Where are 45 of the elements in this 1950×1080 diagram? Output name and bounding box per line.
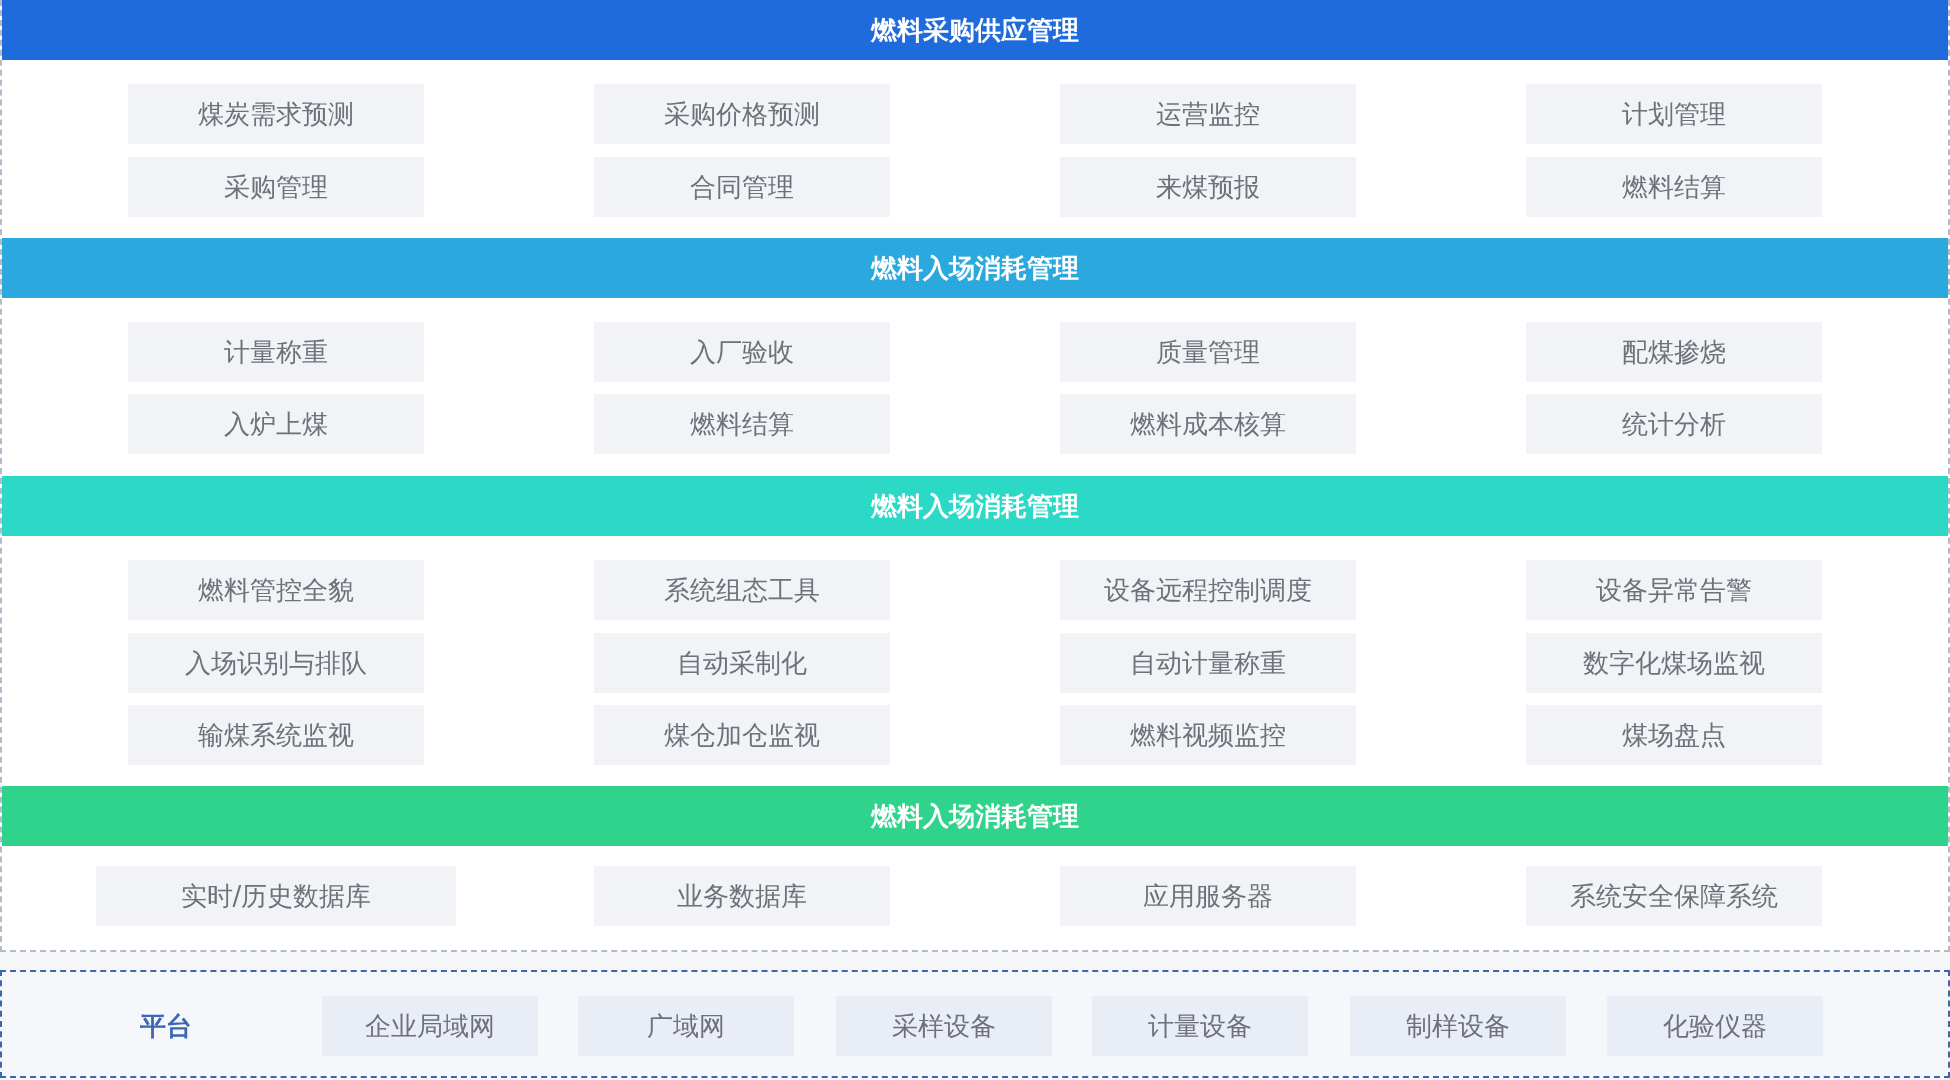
platform-panel — [0, 970, 1950, 1078]
platform-card: 计量设备 — [1092, 996, 1308, 1056]
module-card: 设备异常告警 — [1526, 560, 1822, 620]
module-card: 系统安全保障系统 — [1526, 866, 1822, 926]
platform-card: 企业局域网 — [322, 996, 538, 1056]
platform-card: 制样设备 — [1350, 996, 1566, 1056]
module-card: 实时/历史数据库 — [96, 866, 456, 926]
module-card: 入场识别与排队 — [128, 633, 424, 693]
module-card: 合同管理 — [594, 157, 890, 217]
module-card: 统计分析 — [1526, 394, 1822, 454]
module-card: 燃料成本核算 — [1060, 394, 1356, 454]
section-header-bar: 燃料入场消耗管理 — [2, 786, 1948, 846]
module-card: 设备远程控制调度 — [1060, 560, 1356, 620]
module-card: 输煤系统监视 — [128, 705, 424, 765]
module-card: 入炉上煤 — [128, 394, 424, 454]
section-header-bar: 燃料入场消耗管理 — [2, 238, 1948, 298]
module-card: 计量称重 — [128, 322, 424, 382]
platform-card: 采样设备 — [836, 996, 1052, 1056]
module-card: 采购价格预测 — [594, 84, 890, 144]
module-card: 采购管理 — [128, 157, 424, 217]
module-card: 业务数据库 — [594, 866, 890, 926]
module-card: 计划管理 — [1526, 84, 1822, 144]
module-card: 应用服务器 — [1060, 866, 1356, 926]
module-card: 燃料结算 — [594, 394, 890, 454]
dashed-frame — [0, 0, 1950, 952]
module-card: 系统组态工具 — [594, 560, 890, 620]
module-card: 数字化煤场监视 — [1526, 633, 1822, 693]
module-card: 煤炭需求预测 — [128, 84, 424, 144]
module-card: 煤场盘点 — [1526, 705, 1822, 765]
module-card: 自动计量称重 — [1060, 633, 1356, 693]
section-header-bar: 燃料采购供应管理 — [2, 0, 1948, 60]
module-card: 燃料视频监控 — [1060, 705, 1356, 765]
module-card: 入厂验收 — [594, 322, 890, 382]
platform-card: 广域网 — [578, 996, 794, 1056]
module-card: 燃料管控全貌 — [128, 560, 424, 620]
module-card: 质量管理 — [1060, 322, 1356, 382]
module-card: 运营监控 — [1060, 84, 1356, 144]
module-card: 来煤预报 — [1060, 157, 1356, 217]
module-card: 配煤掺烧 — [1526, 322, 1822, 382]
module-card: 煤仓加仓监视 — [594, 705, 890, 765]
module-card: 燃料结算 — [1526, 157, 1822, 217]
module-card: 自动采制化 — [594, 633, 890, 693]
platform-card: 化验仪器 — [1607, 996, 1823, 1056]
panel-label: 平台 — [140, 1009, 192, 1043]
section-header-bar: 燃料入场消耗管理 — [2, 476, 1948, 536]
